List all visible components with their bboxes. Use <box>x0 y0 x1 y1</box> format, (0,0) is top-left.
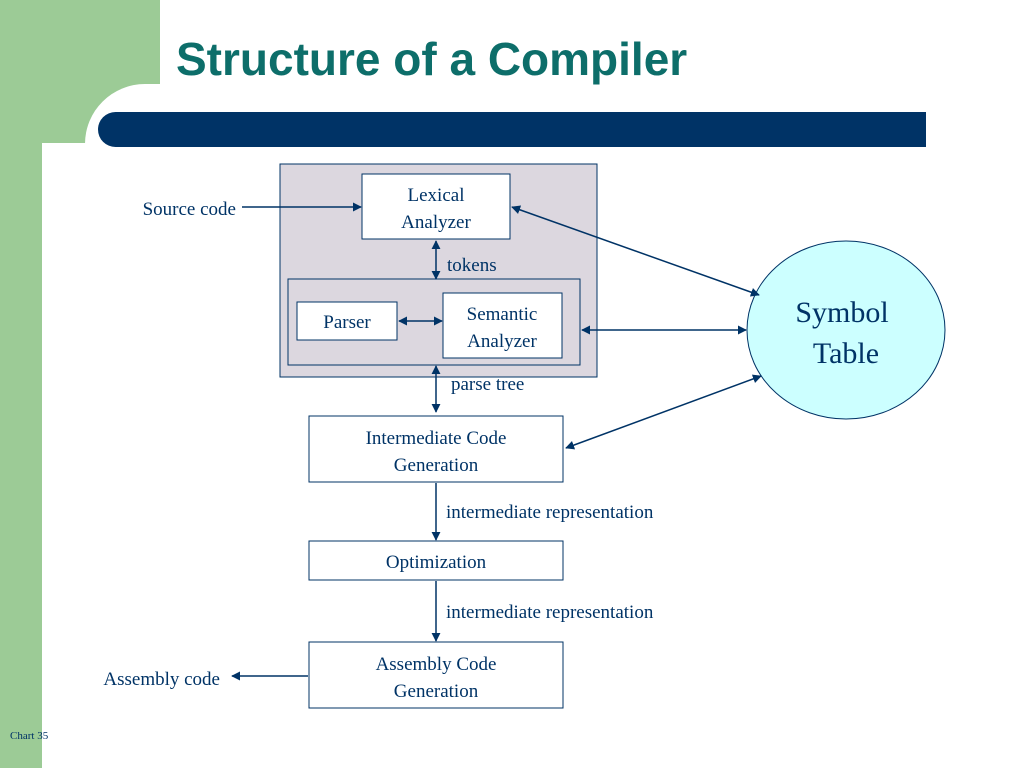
intermediate-code-generation-label-line2: Generation <box>394 455 479 476</box>
intermediate-symbol-table-arrow <box>565 374 762 450</box>
symbol-table-label-line2: Table <box>813 337 879 370</box>
intermediate-code-generation-label-line1: Intermediate Code <box>366 428 507 449</box>
assembly-code-generation-label-line2: Generation <box>394 681 479 702</box>
semantic-analyzer-label-line1: Semantic <box>467 304 538 325</box>
intermediate-representation-label-2: intermediate representation <box>446 602 654 623</box>
lexical-analyzer-label-line2: Analyzer <box>401 212 471 233</box>
lexical-symbol-table-arrow <box>511 205 760 297</box>
lexical-analyzer-label-line1: Lexical <box>408 185 465 206</box>
assembly-code-generation-label-line1: Assembly Code <box>376 654 497 675</box>
title-underline-bar <box>98 112 926 147</box>
parser-box: Parser <box>296 301 398 341</box>
semantic-analyzer-label-line2: Analyzer <box>467 331 537 352</box>
slide-title: Structure of a Compiler <box>176 33 688 85</box>
optimization-box: Optimization <box>308 540 564 581</box>
symbol-table-ellipse: Symbol Table <box>746 240 946 420</box>
intermediate-code-generation-box: Intermediate Code Generation <box>308 415 564 483</box>
source-code-label: Source code <box>143 199 236 220</box>
lexical-analyzer-box: Lexical Analyzer <box>361 173 511 240</box>
optimization-label: Optimization <box>386 552 487 573</box>
parser-label: Parser <box>323 312 371 333</box>
tokens-label: tokens <box>447 255 497 276</box>
symbol-table-label-line1: Symbol <box>795 296 888 329</box>
semantic-analyzer-box: Semantic Analyzer <box>442 292 563 359</box>
slide-footer: Chart 35 <box>10 730 49 742</box>
parse-tree-label: parse tree <box>451 374 524 395</box>
intermediate-representation-label-1: intermediate representation <box>446 502 654 523</box>
assembly-code-label: Assembly code <box>103 669 220 690</box>
assembly-code-generation-box: Assembly Code Generation <box>308 641 564 709</box>
